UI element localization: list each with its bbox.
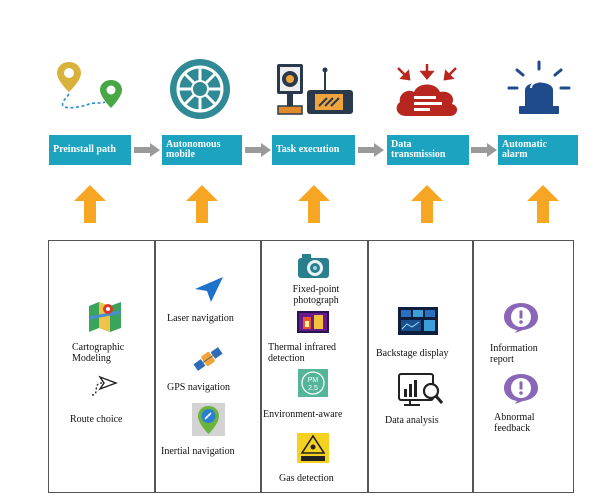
stage-task-execution: Task execution	[272, 135, 355, 165]
alert-bubble-icon	[504, 374, 538, 404]
gas-warning-icon	[297, 433, 329, 463]
pm25-sensor-icon: PM 2.5	[298, 369, 328, 397]
svg-text:PM: PM	[308, 377, 319, 384]
item-route-choice: Route choice	[70, 414, 123, 425]
item-inertial-navigation: Inertial navigation	[161, 446, 235, 457]
svg-text:2.5: 2.5	[308, 385, 318, 392]
camera-icon	[298, 254, 329, 278]
wheel-icon	[170, 59, 230, 119]
info-bubble-icon	[504, 303, 538, 333]
item-laser-navigation: Laser navigation	[167, 313, 234, 324]
flow-arrow-2	[245, 143, 271, 157]
column-divider	[260, 240, 262, 493]
camera-device-icon	[277, 64, 353, 115]
route-pins-icon	[57, 62, 122, 109]
stage-data-transmission: Data transmission	[387, 135, 469, 165]
flow-arrow-3	[358, 143, 384, 157]
column-divider	[472, 240, 474, 493]
item-information-report: Information report	[490, 343, 538, 365]
stage-autonomous-mobile: Autonomous mobile	[162, 135, 242, 165]
map-icon	[88, 302, 122, 332]
item-environment-aware: Environment-aware	[263, 409, 343, 420]
compass-icon	[192, 403, 225, 436]
item-backstage-display: Backstage display	[376, 348, 449, 359]
item-gas-detection: Gas detection	[279, 473, 334, 484]
up-arrow-3	[298, 185, 330, 223]
navigation-arrow-icon	[195, 277, 223, 302]
route-arrow-icon	[91, 375, 118, 396]
item-fixed-point-photograph: Fixed-point photograph	[292, 284, 340, 306]
item-abnormal-feedback: Abnormal feedback	[494, 412, 535, 434]
satellite-icon	[193, 347, 223, 371]
up-arrow-2	[186, 185, 218, 223]
column-divider	[154, 240, 156, 493]
chart-search-icon	[398, 373, 444, 406]
item-data-analysis: Data analysis	[385, 415, 439, 426]
flow-arrow-1	[134, 143, 160, 157]
up-arrow-4	[411, 185, 443, 223]
cloud-upload-icon	[396, 64, 458, 116]
alarm-siren-icon	[507, 60, 571, 114]
item-thermal-infrared-detection: Thermal infrared detection	[268, 342, 337, 364]
thermal-image-icon	[297, 311, 329, 333]
stage-automatic-alarm: Automatic alarm	[498, 135, 578, 165]
feature-panel	[48, 240, 574, 493]
column-divider	[367, 240, 369, 493]
dashboard-icon	[398, 307, 438, 335]
up-arrow-5	[527, 185, 559, 223]
stage-preinstall-path: Preinstall path	[49, 135, 131, 165]
item-cartographic-modeling: Cartographic Modeling	[72, 342, 125, 364]
item-gps-navigation: GPS navigation	[167, 382, 231, 393]
up-arrow-1	[74, 185, 106, 223]
flow-arrow-4	[471, 143, 497, 157]
